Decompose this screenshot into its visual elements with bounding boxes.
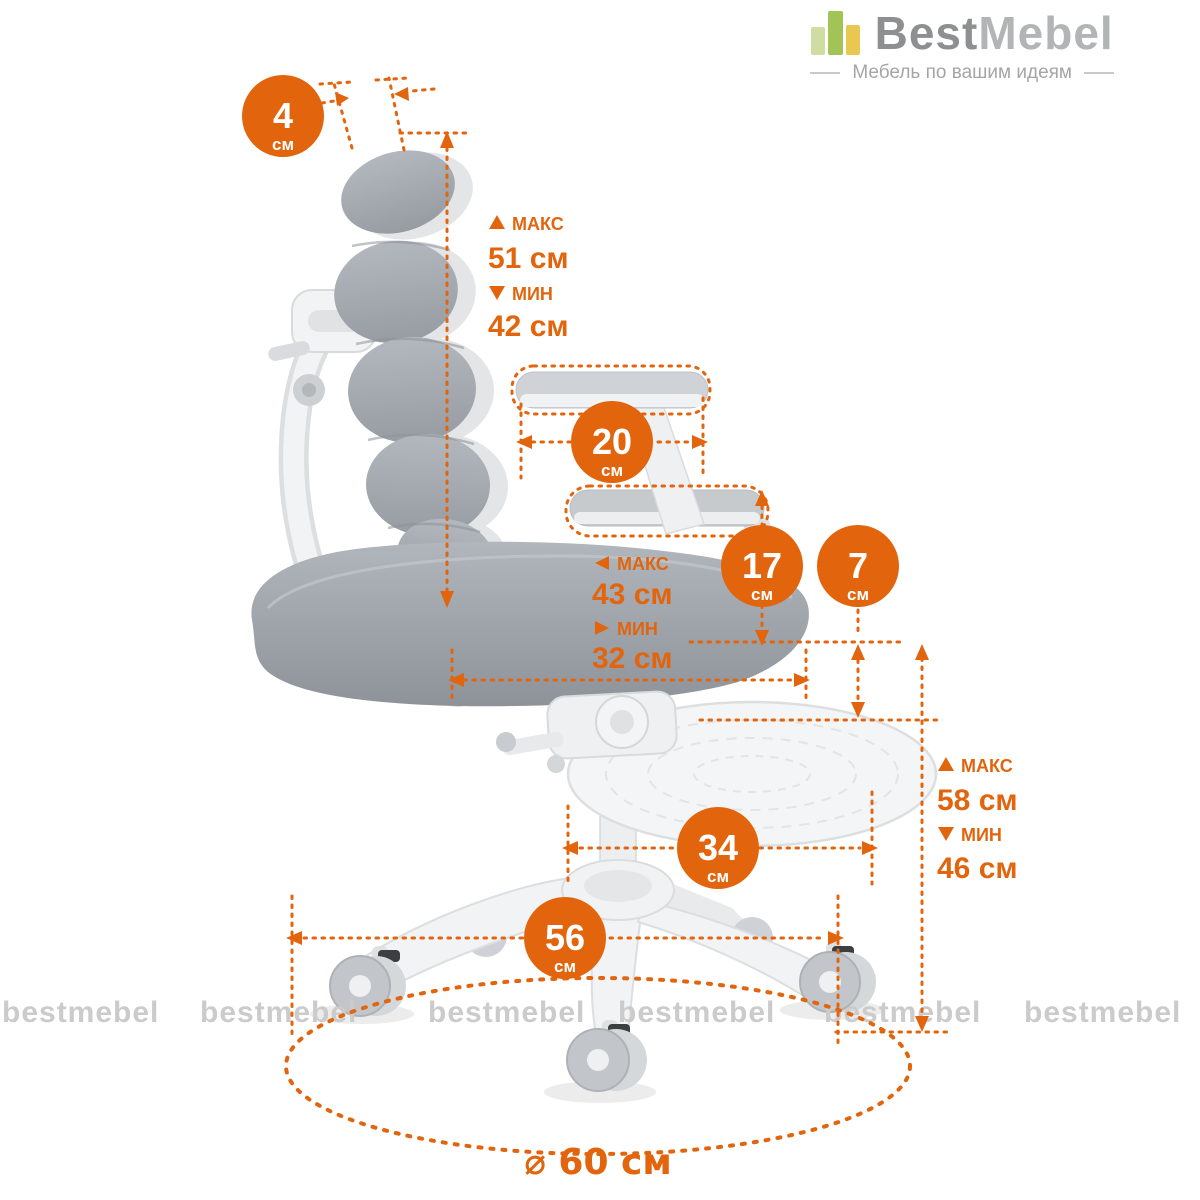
footrest-width-unit: см	[707, 867, 729, 886]
brand-logo: BestMebel Мебель по вашим идеям	[810, 10, 1114, 84]
seat-height-min-label: МИН	[961, 825, 1002, 845]
arrow-left-icon	[394, 87, 409, 101]
arrow-left-icon	[562, 841, 578, 855]
arrow-right-icon	[692, 435, 708, 449]
arrow-left-icon	[448, 673, 464, 687]
seat-thickness-unit: см	[847, 585, 869, 604]
brand-name: BestMebel	[875, 10, 1114, 56]
badge-base-width	[524, 897, 606, 979]
badge-footrest-width	[677, 807, 759, 889]
chair	[251, 150, 938, 1103]
dim-back-thickness: 4 см	[242, 75, 436, 157]
arrow-down-icon	[915, 1016, 929, 1032]
triangle-right-icon	[595, 621, 609, 635]
dim-base-width: 56 см	[286, 894, 844, 1048]
arrow-right-icon	[828, 931, 844, 945]
arrow-right-icon	[794, 673, 810, 687]
seat-height-max-label: МАКС	[961, 756, 1013, 776]
badge-armrest-height	[721, 525, 803, 607]
arrow-down-icon	[440, 591, 454, 608]
dim-seat-depth: МАКС 43 см МИН 32 см	[448, 554, 810, 706]
dim-armrest-height: 17 см	[564, 484, 803, 646]
tagline-text: Мебель по вашим идеям	[852, 62, 1072, 83]
back-thickness-value: 4	[273, 95, 293, 136]
base-width-unit: см	[554, 957, 576, 976]
chair-base	[348, 859, 840, 1038]
base-diameter-label: ⌀ 60 см	[524, 1142, 672, 1183]
arrow-left-icon	[286, 931, 302, 945]
base-diameter-ellipse	[284, 976, 912, 1156]
caster-left	[329, 946, 406, 1017]
chair-headrest	[341, 150, 455, 234]
adjustment-lever	[502, 731, 564, 756]
triangle-down-icon	[489, 286, 505, 300]
dim-base-diameter: ⌀ 60 см	[284, 976, 912, 1183]
brand-name-part2: Mebel	[978, 7, 1114, 59]
dimension-annotations: 4 см МАКС 51 см МИН 42 см 20 см	[242, 75, 1018, 1183]
footrest-width-value: 34	[698, 827, 738, 868]
watermark-text: bestmebel	[428, 996, 585, 1029]
arrow-up-icon	[755, 490, 769, 506]
badge-armrest-length	[571, 401, 653, 483]
dim-seat-thickness: 7 см	[688, 525, 942, 722]
seat-height-max-value: 58 см	[937, 784, 1018, 817]
triangle-down-icon	[938, 827, 954, 841]
seat-depth-min-value: 32 см	[592, 642, 673, 675]
seat-depth-min-label: МИН	[617, 619, 658, 639]
back-height-min-value: 42 см	[488, 310, 569, 343]
arrow-down-icon	[851, 702, 865, 718]
base-width-value: 56	[545, 917, 585, 958]
tagline-rule-right	[1084, 72, 1114, 74]
back-height-max-value: 51 см	[488, 242, 569, 275]
back-thickness-unit: см	[272, 135, 294, 154]
brand-tagline: Мебель по вашим идеям	[810, 62, 1114, 84]
armrest-height-value: 17	[742, 545, 782, 586]
badge-seat-thickness	[817, 525, 899, 607]
triangle-up-icon	[938, 757, 954, 771]
dim-seat-height: МАКС 58 см МИН 46 см	[834, 644, 1018, 1034]
back-height-min-label: МИН	[512, 284, 553, 304]
armrest-height-unit: см	[751, 585, 773, 604]
triangle-up-icon	[489, 215, 505, 229]
arrow-down-icon	[755, 630, 769, 646]
seat-thickness-value: 7	[848, 545, 868, 586]
chair-mechanism	[496, 690, 678, 773]
seat-depth-max-value: 43 см	[592, 578, 673, 611]
watermarks: bestmebel bestmebel bestmebel bestmebel …	[2, 996, 1181, 1029]
chair-backrest	[334, 150, 493, 592]
seat-depth-max-label: МАКС	[617, 554, 669, 574]
armrest-length-value: 20	[592, 421, 632, 462]
dim-footrest-width: 34 см	[562, 790, 878, 889]
watermark-text: bestmebel	[200, 996, 357, 1029]
arrow-right-icon	[335, 92, 349, 106]
watermark-text: bestmebel	[2, 996, 159, 1029]
dim-back-height: МАКС 51 см МИН 42 см	[398, 131, 569, 608]
brand-name-part1: Best	[874, 7, 979, 59]
caster-front	[566, 1020, 647, 1092]
armrest-length-unit: см	[601, 461, 623, 480]
caster-right	[799, 942, 876, 1013]
arrow-up-icon	[440, 131, 454, 148]
badge-back-thickness	[242, 75, 324, 157]
arrow-up-icon	[915, 644, 929, 660]
chair-casters	[310, 942, 884, 1103]
tagline-rule-left	[810, 72, 841, 74]
watermark-text: bestmebel	[618, 996, 775, 1029]
triangle-left-icon	[595, 556, 609, 570]
arrow-left-icon	[516, 435, 532, 449]
arrow-up-icon	[851, 644, 865, 660]
watermark-text: bestmebel	[1024, 996, 1181, 1029]
back-height-max-label: МАКС	[512, 214, 564, 234]
arrow-right-icon	[862, 841, 878, 855]
dim-armrest-length: 20 см	[510, 364, 712, 483]
seat-height-min-value: 46 см	[937, 852, 1018, 885]
logo-bars-icon	[810, 11, 860, 55]
